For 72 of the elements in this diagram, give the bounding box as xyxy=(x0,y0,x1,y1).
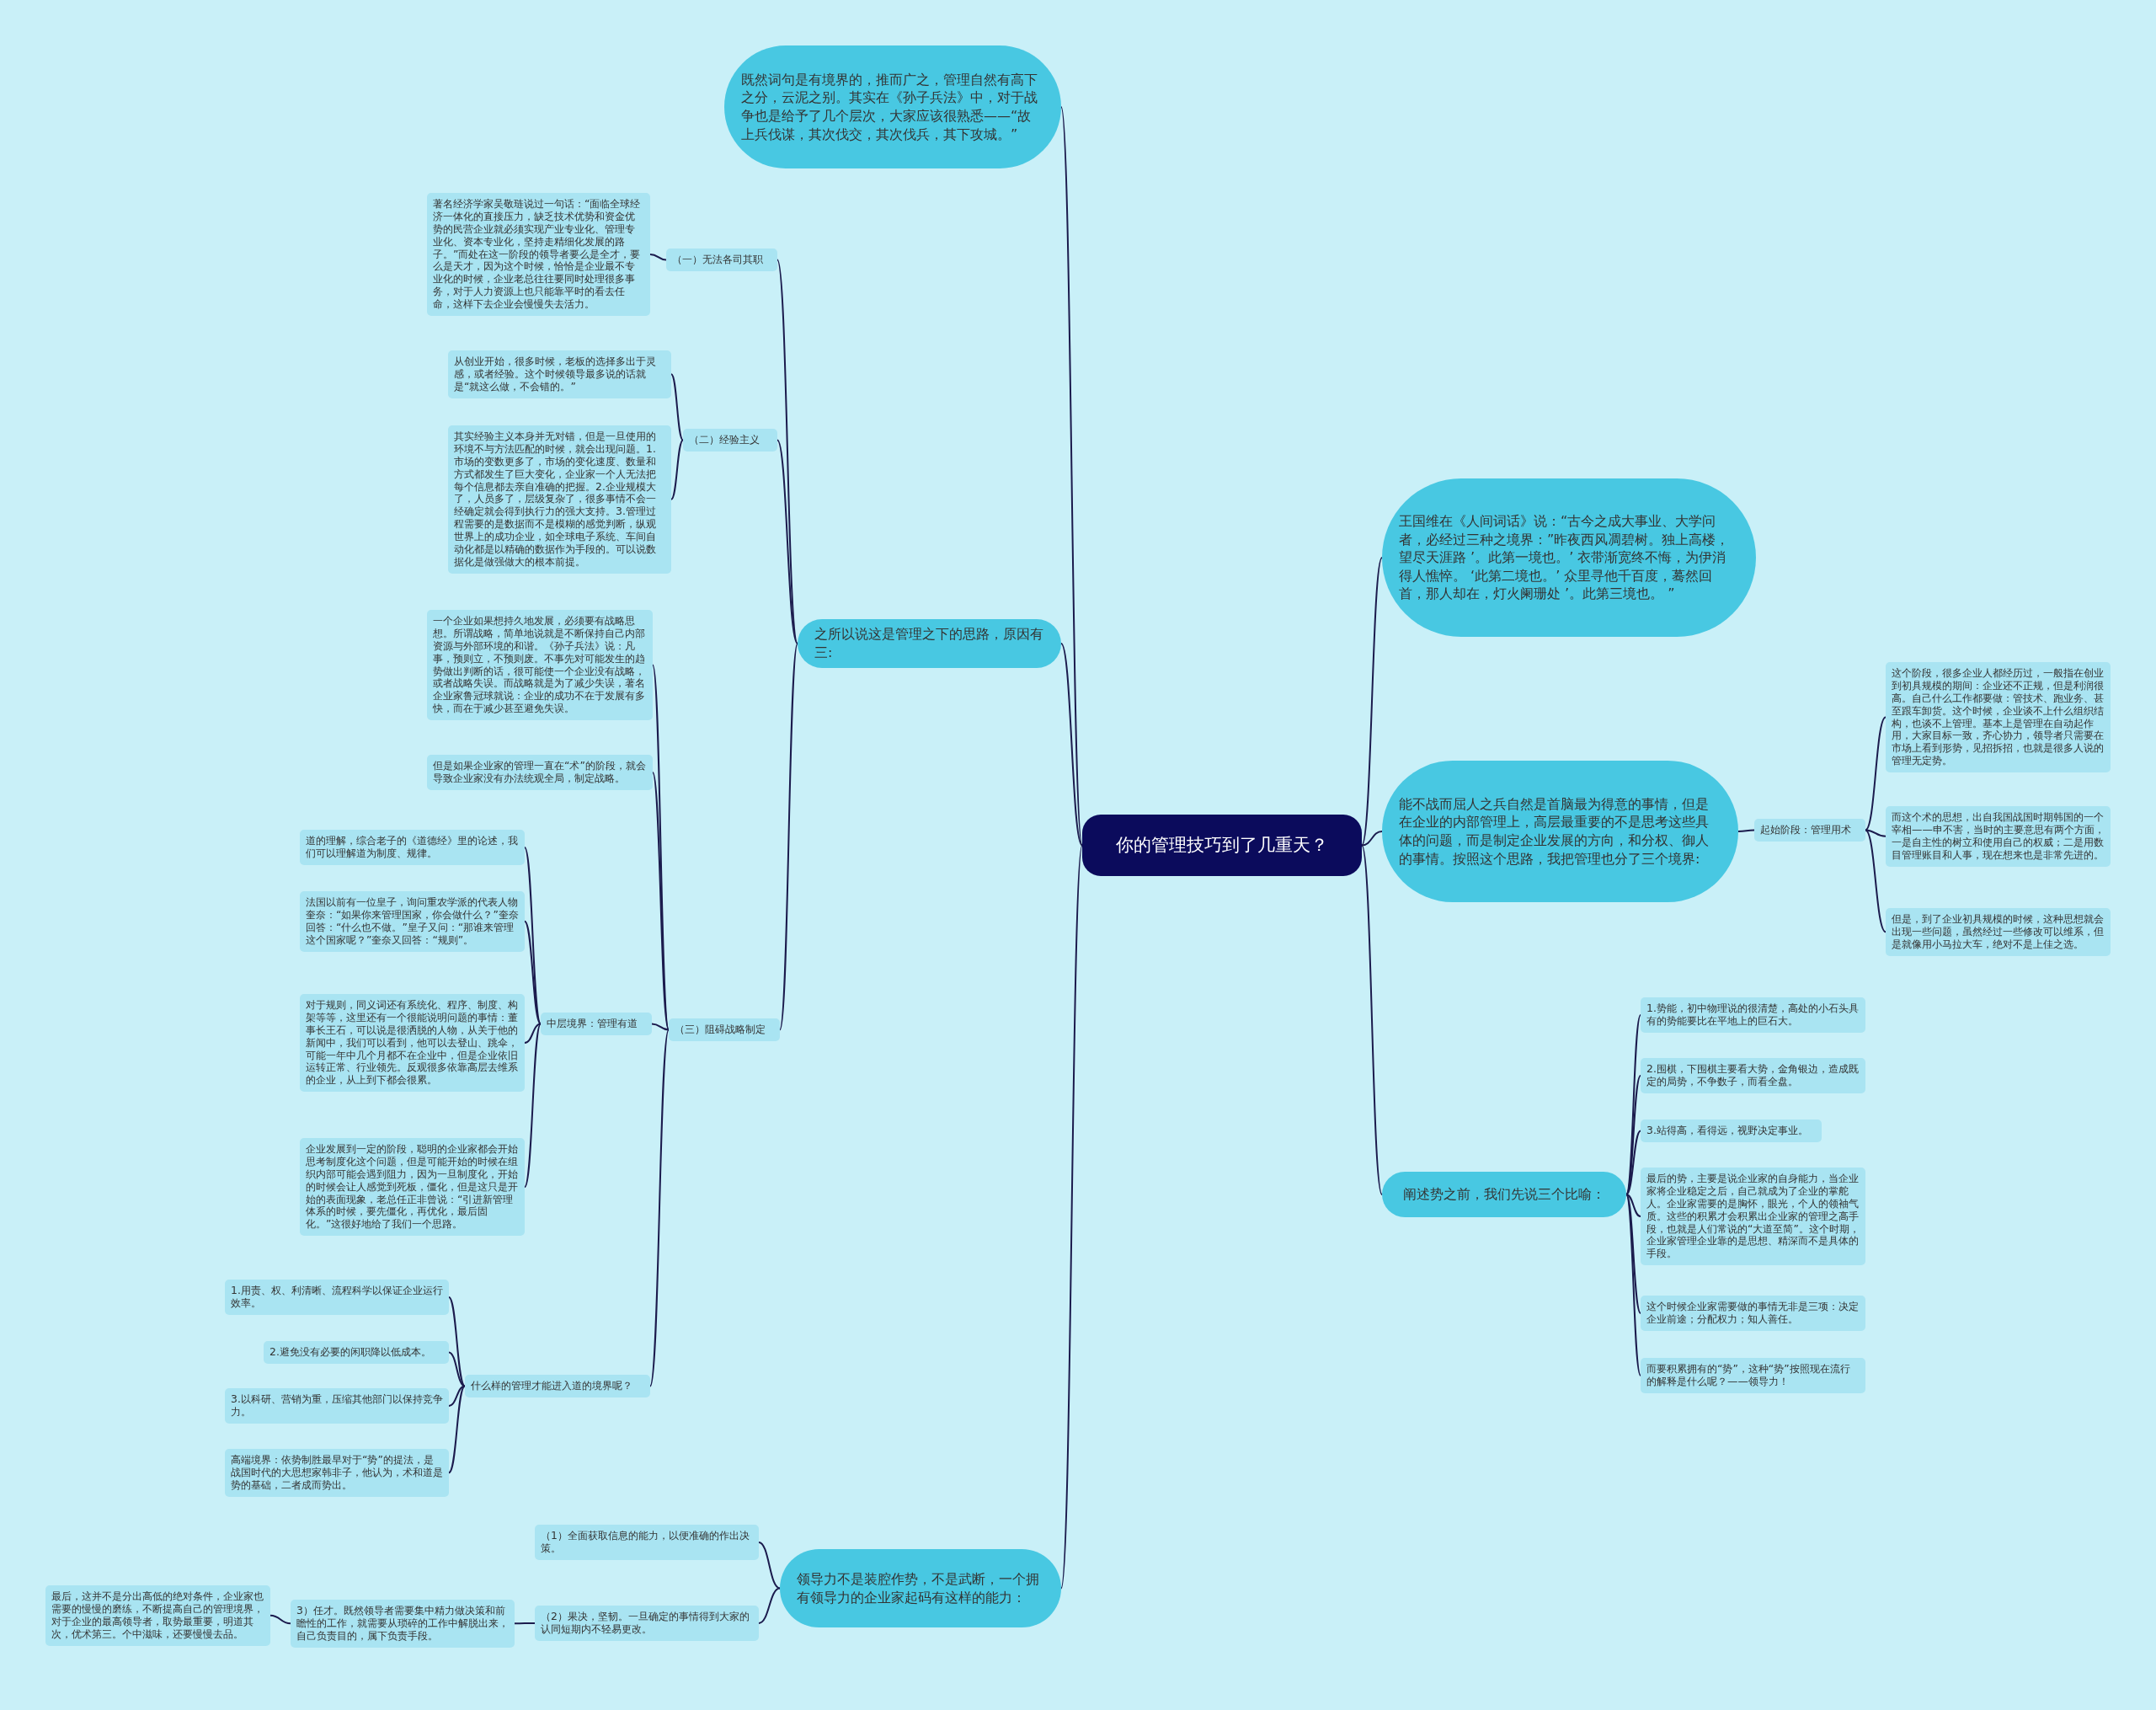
note-box: 中层境界：管理有道 xyxy=(541,1013,652,1035)
note-box: 这个时候企业家需要做的事情无非是三项：决定企业前途；分配权力；知人善任。 xyxy=(1641,1296,1865,1331)
note-box: 高端境界：依势制胜最早对于“势”的提法，是战国时代的大思想家韩非子，他认为，术和道是势的基础，二者成而势出。 xyxy=(225,1449,449,1497)
connector-line xyxy=(649,1029,670,1387)
note-box: 而这个术的思想，出自我国战国时期韩国的一个宰相——申不害，当时的主要意思有两个方面，一是自主性的树立和使用自己的权威；二是用数目管理账目和人事，现在想来也是非常先进的。 xyxy=(1886,806,2111,867)
note-box: 但是如果企业家的管理一直在“术”的阶段，就会导致企业家没有办法统观全局，制定战略。 xyxy=(427,755,653,790)
topic-pill: 阐述势之前，我们先说三个比喻： xyxy=(1382,1172,1626,1217)
note-box: 3.站得高，看得远，视野决定事业。 xyxy=(1641,1120,1822,1142)
connector-line xyxy=(758,1587,781,1624)
topic-pill: 之所以说这是管理之下的思路，原因有三: xyxy=(798,619,1061,668)
central-topic: 你的管理技巧到了几重天？ xyxy=(1082,815,1362,876)
note-box: 2.避免没有必要的闲职降以低成本。 xyxy=(264,1341,449,1364)
topic-pill: 王国维在《人间词话》说：“古今之成大事业、大学问者，必经过三种之境界：”昨夜西风凋碧树。独上高楼，望尽天涯路 ’。此第一境也。’ 衣带渐宽终不悔，为伊消得人憔悴。 ‘此第二境也。’ 众里寻他千百度，蓦然回首，那人却在，灯火阑珊处 ’。此第三境也。 ” xyxy=(1382,478,1756,637)
connector-line xyxy=(448,1385,466,1407)
note-box: 一个企业如果想持久地发展，必须要有战略思想。所谓战略，简单地说就是不断保持自己内部资源与外部环境的和谐。《孙子兵法》说：凡事，预则立，不预则废。不事先对可能发生的趋势做出判断的话，很可能使一个企业没有战略，或者战略失误。而战略就是为了减少失误，著名企业家鲁冠球就说：企业的成功不在于发展有多快，而在于减少甚至避免失误。 xyxy=(427,610,653,720)
connector-line xyxy=(776,439,798,644)
note-box: 对于规则，同义词还有系统化、程序、制度、构架等等，这里还有一个很能说明问题的事情：董事长王石，可以说是很洒脱的人物，从关于他的新闻中，我们可以看到，他可以去登山、跳伞，可能一年中几个月都不在企业中，但是企业依旧运转正常、行业领先。反观很多依靠高层去维系的企业，从上到下都会很累。 xyxy=(300,994,525,1093)
note-box: 道的理解，综合老子的《道德经》里的论述，我们可以理解道为制度、规律。 xyxy=(300,830,525,865)
connector-line xyxy=(1625,1194,1641,1376)
note-box: 3）任才。既然领导者需要集中精力做决策和前瞻性的工作，就需要从琐碎的工作中解脱出来，自己负责目的，属下负责手段。 xyxy=(291,1600,515,1648)
note-box: 最后，这并不是分出高低的绝对条件，企业家也需要的慢慢的磨练，不断提高自己的管理境界，对于企业的最高领导者，取势最重要，明道其次，优术第三。个中滋味，还要慢慢去品。 xyxy=(45,1585,270,1646)
connector-line xyxy=(524,920,542,1025)
connector-line xyxy=(1361,831,1383,847)
connector-line xyxy=(1060,643,1083,847)
connector-line xyxy=(1625,1194,1641,1314)
note-box: （三）阻碍战略制定 xyxy=(669,1018,780,1041)
note-box: 这个阶段，很多企业人都经历过，一般指在创业到初具规模的期间：企业还不正规，但是利润很高。自己什么工作都要做：管技术、跑业务、甚至跟车卸货。这个时候，企业谈不上什么组织结构，也谈不上管理。基本上是管理在自动起作用，大家目标一致，齐心协力，领导者只需要在市场上看到形势，见招拆招，也就是很多人说的管理无定势。 xyxy=(1886,662,2111,772)
note-box: 2.围棋，下围棋主要看大势，金角银边，造成既定的局势，不争数子，而看全盘。 xyxy=(1641,1058,1865,1093)
connector-line xyxy=(1865,829,1886,837)
note-box: 法国以前有一位皇子，询问重农学派的代表人物奎奈：“如果你来管理国家，你会做什么？”奎奈回答：“什么也不做。”皇子又问：“那谁来管理这个国家呢？”奎奈又回答：“规则”。 xyxy=(300,891,525,952)
connector-line xyxy=(524,1023,542,1189)
connector-line xyxy=(776,259,798,644)
topic-pill: 领导力不是装腔作势，不是武断，一个拥有领导力的企业家起码有这样的能力： xyxy=(780,1549,1061,1627)
topic-pill: 能不战而屈人之兵自然是首脑最为得意的事情，但是在企业的内部管理上，高层最重要的不是思考这些具体的问题，而是制定企业发展的方向，和分权、御人的事情。按照这个思路，我把管理也分了三个境界: xyxy=(1382,761,1738,902)
connector-line xyxy=(1737,829,1755,832)
connector-line xyxy=(448,1385,466,1474)
connector-line xyxy=(1361,844,1383,1195)
connector-line xyxy=(448,1296,466,1387)
connector-line xyxy=(670,373,684,441)
note-box: （2）果决，坚韧。一旦确定的事情得到大家的认同短期内不轻易更改。 xyxy=(535,1606,759,1641)
note-box: （1）全面获取信息的能力，以便准确的作出决策。 xyxy=(535,1525,759,1560)
connector-line xyxy=(652,771,670,1031)
connector-line xyxy=(1865,829,1886,933)
connector-line xyxy=(651,1023,670,1031)
connector-line xyxy=(1625,1130,1641,1195)
note-box: （二）经验主义 xyxy=(683,429,777,452)
note-box: 而要积累拥有的“势”，这种“势”按照现在流行的解释是什么呢？——领导力！ xyxy=(1641,1358,1865,1393)
note-box: 企业发展到一定的阶段，聪明的企业家都会开始思考制度化这个问题，但是可能开始的时候在组织内部可能会遇到阻力，因为一旦制度化，开始的时候会让人感觉到死板，僵化，但是这只是开始的表面现象，老总任正非曾说：“引进新管理体系的时候，要先僵化，再优化，最后固化。”这很好地给了我们一个思路。 xyxy=(300,1138,525,1237)
connector-line xyxy=(779,643,798,1031)
connector-line xyxy=(649,253,667,261)
note-box: 1.用责、权、利清晰、流程科学以保证企业运行效率。 xyxy=(225,1280,449,1315)
connector-line xyxy=(670,439,684,500)
note-box: 著名经济学家吴敬琏说过一句话：“面临全球经济一体化的直接压力，缺乏技术优势和资金优势的民营企业就必须实现产业专业化、管理专业化、资本专业化，坚持走精细化发展的路子。”而处在这一阶段的领导者要么是全才，要么是天才，因为这个时候，恰恰是企业最不专业化的时候，企业老总往往要同时处理很多事务，对于人力资源上也只能靠平时的看去任命，这样下去企业会慢慢失去活力。 xyxy=(427,193,650,316)
note-box: 起始阶段：管理用术 xyxy=(1754,819,1865,842)
connector-line xyxy=(270,1614,291,1625)
connector-line xyxy=(514,1622,536,1625)
note-box: 3.以科研、营销为重，压缩其他部门以保持竞争力。 xyxy=(225,1388,449,1424)
note-box: 但是，到了企业初具规模的时候，这种思想就会出现一些问题，虽然经过一些修改可以维系，但是就像用小马拉大车，绝对不是上佳之选。 xyxy=(1886,908,2111,956)
connector-line xyxy=(1865,716,1886,831)
connector-line xyxy=(524,1023,542,1045)
note-box: 1.势能，初中物理说的很清楚，高处的小石头具有的势能要比在平地上的巨石大。 xyxy=(1641,997,1865,1033)
connector-line xyxy=(758,1541,781,1590)
connector-line xyxy=(1060,844,1083,1590)
note-box: 其实经验主义本身并无对错，但是一旦使用的环境不与方法匹配的时候，就会出现问题。1.市场的变数更多了，市场的变化速度、数量和方式都发生了巨大变化，企业家一个人无法把每个信息都去亲自准确的把握。2.企业规模大了，人员多了，层级复杂了，很多事情不会一经确定就会得到执行力的强大支持。3.管理过程需要的是数据而不是模糊的感觉判断，纵观世界上的成功企业，如全球电子系统、车间自动化都是以精确的数据作为手段的。可以说数据化是做强做大的根本前提。 xyxy=(448,425,671,574)
topic-pill: 既然词句是有境界的，推而广之，管理自然有高下之分，云泥之别。其实在《孙子兵法》中，对于战争也是给予了几个层次，大家应该很熟悉——“故上兵伐谋，其次伐交，其次伐兵，其下攻城。” xyxy=(724,45,1061,168)
note-box: 最后的势，主要是说企业家的自身能力，当企业家将企业稳定之后，自己就成为了企业的掌舵人。企业家需要的是胸怀，眼光，个人的领袖气质。这些的积累才会积累出企业家的管理之高手段，也就是人们常说的“大道至简”。这个时期，企业家管理企业靠的是思想、精深而不是具体的手段。 xyxy=(1641,1168,1865,1266)
note-box: （一）无法各司其职 xyxy=(666,248,777,271)
connector-line xyxy=(1361,557,1383,847)
note-box: 什么样的管理才能进入道的境界呢？ xyxy=(465,1375,650,1397)
connector-line xyxy=(448,1351,466,1387)
connector-line xyxy=(1625,1194,1641,1218)
note-box: 从创业开始，很多时候，老板的选择多出于灵感，或者经验。这个时候领导最多说的话就是“就这么做，不会错的。” xyxy=(448,350,671,398)
